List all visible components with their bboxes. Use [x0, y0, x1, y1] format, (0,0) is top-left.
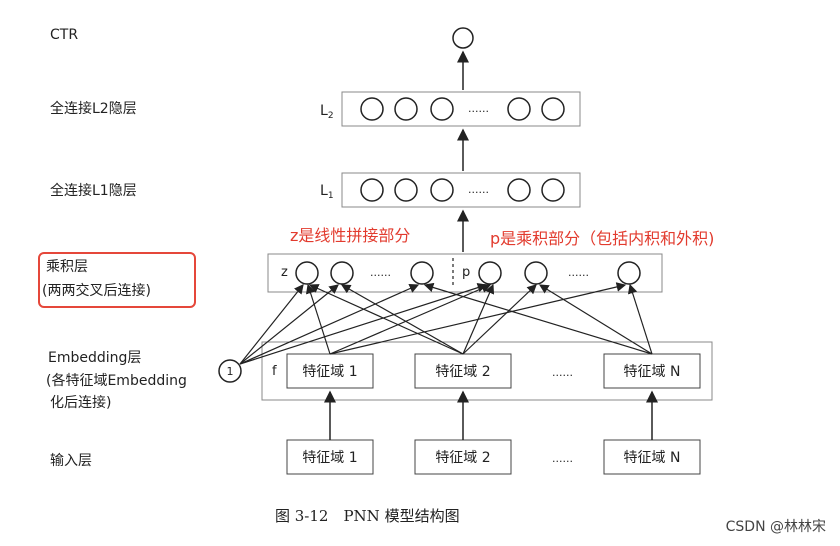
z-node	[410, 261, 434, 285]
l1-node	[430, 178, 454, 202]
l1-node	[394, 178, 418, 202]
embedding-field-label: 特征域 N	[624, 364, 681, 380]
input-layer-label: 输入层	[50, 453, 92, 469]
input-field-label: 特征域 N	[624, 450, 681, 466]
embedding-layer-label: Embedding层	[48, 350, 142, 366]
p-node	[478, 261, 502, 285]
z-annotation: z是线性拼接部分	[290, 226, 411, 245]
l1-node	[360, 178, 384, 202]
constant-one-node	[218, 359, 242, 383]
p-annotation: p是乘积部分（包括内积和外积)	[490, 229, 715, 248]
edge-f1-to-product	[305, 283, 331, 355]
ctr-node	[452, 27, 474, 49]
input-field-label: 特征域 1	[302, 450, 357, 466]
watermark: CSDN @林林宋	[725, 519, 826, 535]
l2-node	[430, 97, 454, 121]
embedding-field-box	[286, 353, 374, 389]
l2-node	[541, 97, 565, 121]
figure-caption: 图 3-12 PNN 模型结构图	[275, 507, 460, 525]
l1-tag: L1	[320, 183, 334, 201]
l2-node	[360, 97, 384, 121]
edge-one-to-z	[239, 284, 304, 365]
l1-hidden-label: 全连接L1隐层	[50, 180, 137, 200]
l2-ellipsis: ......	[468, 102, 489, 115]
embedding-layer-sublabel-1: (各特征域Embedding	[46, 373, 187, 389]
input-field-box	[414, 439, 512, 475]
embedding-field-box	[414, 353, 512, 389]
embedding-field-box	[603, 353, 701, 389]
l2-hidden-label-text: 全连接L2隐层	[50, 101, 137, 117]
embedding-field-label: 特征域 1	[302, 364, 357, 380]
f-tag: f	[272, 364, 277, 379]
edge-f2-to-product	[340, 284, 464, 355]
l2-hidden-label: 全连接L2隐层	[50, 98, 137, 118]
l1-node	[541, 178, 565, 202]
input-field-box	[603, 439, 701, 475]
z-node	[295, 261, 319, 285]
p-node	[524, 261, 548, 285]
l1-node	[507, 178, 531, 202]
edge-f2-to-product	[308, 284, 464, 355]
embedding-field-label: 特征域 2	[435, 364, 490, 380]
p-node	[617, 261, 641, 285]
l1-hidden-label-text: 全连接L1隐层	[50, 183, 137, 199]
edge-fn-to-product	[538, 284, 653, 355]
edge-fn-to-product	[423, 282, 653, 355]
edge-f2-to-product	[462, 284, 537, 355]
edge-one-to-p	[239, 282, 488, 365]
z-node	[330, 261, 354, 285]
constant-one-label: 1	[227, 365, 234, 378]
product-layer-sublabel: (两两交叉后连接)	[42, 283, 151, 299]
product-layer-label: 乘积层	[46, 259, 88, 275]
product-layer-highlight	[38, 252, 196, 308]
embedding-layer-sublabel-2: 化后连接)	[50, 395, 112, 411]
z-ellipsis: ......	[370, 266, 391, 279]
edge-one-to-z	[239, 284, 420, 365]
l2-node	[507, 97, 531, 121]
edge-f2-to-product	[462, 283, 495, 355]
edge-fn-to-product	[627, 283, 653, 355]
edge-one-to-z	[239, 284, 339, 365]
l1-ellipsis: ......	[468, 183, 489, 196]
input-ellipsis: ......	[552, 452, 573, 465]
input-field-label: 特征域 2	[435, 450, 490, 466]
embedding-ellipsis: ......	[552, 366, 573, 379]
l2-node	[394, 97, 418, 121]
z-tag: z	[281, 265, 288, 280]
ctr-label: CTR	[50, 27, 79, 43]
l2-tag: L2	[320, 103, 334, 121]
p-ellipsis: ......	[568, 266, 589, 279]
p-tag: p	[462, 265, 470, 280]
